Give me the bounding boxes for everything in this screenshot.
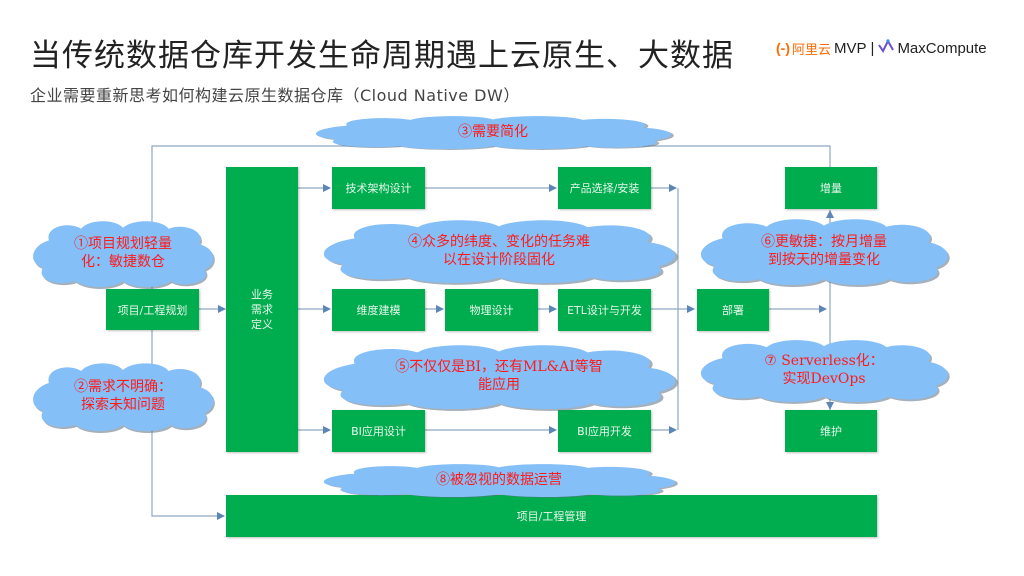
- page-subtitle: 企业需要重新思考如何构建云原生数据仓库（Cloud Native DW）: [30, 86, 520, 105]
- box-bi-design: BI应用设计: [332, 410, 425, 452]
- mvp-label: MVP: [834, 39, 867, 57]
- cloud-callout-1: ①项目规划轻量 化：敏捷数仓: [28, 219, 218, 289]
- cloud-shape: [700, 219, 950, 287]
- cloud-body: [323, 345, 676, 409]
- cloud-text-3: ③需要简化: [458, 124, 528, 140]
- cloud-callout-7: ⑦ Serverless化： 实现DevOps: [694, 338, 954, 404]
- box-etl: ETL设计与开发: [558, 289, 651, 331]
- cloud-body: [33, 221, 214, 287]
- cloud-text-5: ⑤不仅仅是BI，还有ML&AI等智 能应用: [395, 359, 603, 393]
- cloud-text-2: ②需求不明确： 探索未知问题: [74, 379, 172, 413]
- cloud-callout-3: ③需要简化: [306, 115, 680, 150]
- cloud-shape: [33, 221, 215, 289]
- aliyun-logo-icon: (-): [776, 40, 790, 56]
- cloud-text-8: ⑧被忽视的数据运营: [436, 472, 562, 488]
- page-title: 当传统数据仓库开发生命周期遇上云原生、大数据: [30, 38, 734, 74]
- box-physical-design: 物理设计: [445, 289, 538, 331]
- box-business-requirements: 业务 需求 定义: [226, 167, 298, 452]
- cloud-callout-4: ④众多的纬度、变化的任务难 以在设计阶段固化: [314, 218, 684, 285]
- cloud-callout-5: ⑤不仅仅是BI，还有ML&AI等智 能应用: [314, 343, 684, 411]
- cloud-text-1: ①项目规划轻量 化：敏捷数仓: [74, 236, 172, 270]
- cloud-callout-6: ⑥更敏捷：按月增量 到按天的增量变化: [694, 217, 954, 287]
- cloud-shape: [315, 116, 674, 150]
- box-bi-development: BI应用开发: [558, 410, 651, 452]
- box-project-management: 项目/工程管理: [226, 495, 877, 537]
- cloud-body: [315, 116, 672, 149]
- maxcompute-label: MaxCompute: [897, 39, 987, 57]
- box-dimensional-modeling: 维度建模: [332, 289, 425, 331]
- cloud-text-4: ④众多的纬度、变化的任务难 以在设计阶段固化: [408, 233, 590, 268]
- cloud-shape: [323, 345, 678, 411]
- cloud-callout-2: ②需求不明确： 探索未知问题: [28, 361, 218, 433]
- box-incremental: 增量: [785, 167, 877, 209]
- box-maintenance: 维护: [785, 410, 877, 452]
- cloud-text-6: ⑥更敏捷：按月增量 到按天的增量变化: [761, 234, 887, 268]
- box-project-planning: 项目/工程规划: [106, 289, 199, 330]
- box-deployment: 部署: [697, 289, 769, 331]
- cloud-body: [33, 363, 214, 431]
- box-product-selection: 产品选择/安装: [558, 167, 651, 209]
- cloud-body: [700, 219, 948, 285]
- cloud-text-7: ⑦ Serverless化： 实现DevOps: [764, 353, 884, 387]
- cloud-shape: [700, 340, 950, 404]
- logo-separator: |: [870, 39, 875, 57]
- cloud-shape: [33, 363, 215, 433]
- aliyun-name: 阿里云: [792, 41, 832, 57]
- cloud-shape: [323, 464, 678, 498]
- cloud-callout-8: ⑧被忽视的数据运营: [314, 463, 684, 498]
- cloud-body: [323, 220, 676, 283]
- maxcompute-icon: [878, 38, 895, 57]
- cloud-shape: [323, 220, 678, 285]
- cloud-body: [323, 464, 676, 497]
- brand-logo: (-) 阿里云 MVP | MaxCompute: [776, 38, 987, 58]
- box-tech-architecture: 技术架构设计: [332, 167, 425, 209]
- cloud-body: [700, 340, 948, 402]
